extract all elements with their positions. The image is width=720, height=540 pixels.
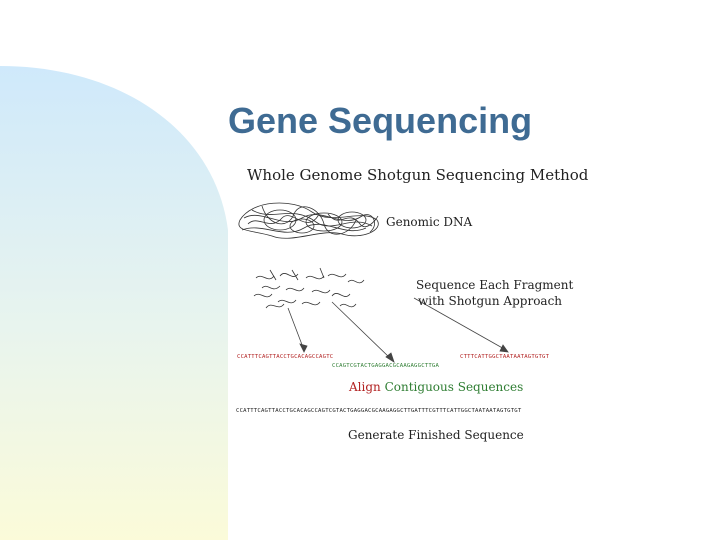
- finished-sequence-label: Generate Finished Sequence: [348, 428, 524, 442]
- shotgun-sequencing-diagram: Whole Genome Shotgun Sequencing Method G…: [232, 160, 588, 450]
- sequence-read-left: CCATTTCAGTTACCTGCACAGCCAGTC: [237, 354, 334, 360]
- alignment-arrows: [287, 297, 509, 363]
- sequence-read-right: CTTTCATTGGCTAATAATAGTGTGT: [460, 354, 550, 360]
- genomic-dna-label: Genomic DNA: [386, 215, 473, 229]
- fragment-label-line1: Sequence Each Fragment: [416, 278, 574, 292]
- diagram-title: Whole Genome Shotgun Sequencing Method: [247, 166, 589, 184]
- align-label-rest: Contiguous Sequences: [384, 380, 524, 394]
- slide-title: Gene Sequencing: [228, 100, 533, 141]
- align-label-word: Align: [349, 380, 381, 394]
- diagram-graphics: [238, 202, 509, 363]
- align-label: Align Contiguous Sequences: [349, 380, 523, 394]
- fragment-label-line2: with Shotgun Approach: [418, 294, 563, 308]
- genomic-dna-tangle: [238, 202, 379, 239]
- finished-sequence: CCATTTCAGTTACCTGCACAGCCAGTCGTACTGAGGACGC…: [236, 408, 522, 414]
- sequence-read-middle: CCAGTCGTACTGAGGACGCAAGAGGCTTGA: [332, 363, 440, 369]
- dna-fragments: [253, 267, 365, 309]
